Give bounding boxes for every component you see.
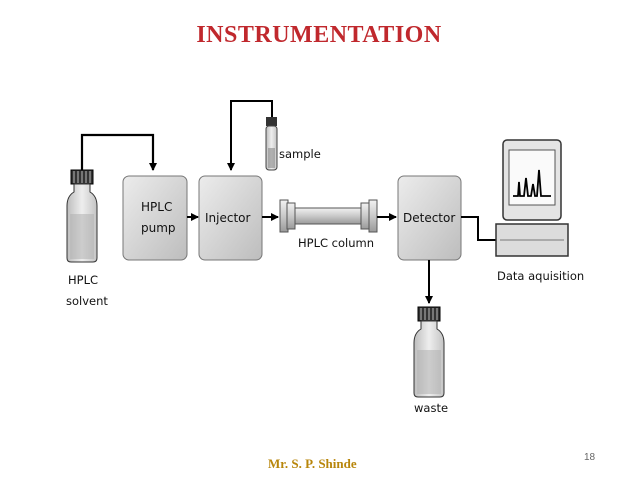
chromatogram-icon bbox=[513, 169, 551, 197]
waste-bottle-icon bbox=[413, 306, 445, 398]
solvent-label-line2: solvent bbox=[66, 294, 108, 308]
injector-label: Injector bbox=[205, 211, 251, 225]
author-name: Mr. S. P. Shinde bbox=[268, 456, 357, 471]
slide-title: INSTRUMENTATION bbox=[196, 22, 442, 48]
pump-label-line1: HPLC bbox=[141, 200, 172, 214]
sample-vial-icon bbox=[265, 117, 278, 171]
hplc-pump-box bbox=[122, 175, 188, 261]
detector-label: Detector bbox=[403, 211, 455, 225]
waste-label: waste bbox=[414, 401, 448, 415]
page-number: 18 bbox=[584, 452, 596, 463]
data-acquisition-label: Data aquisition bbox=[497, 269, 584, 283]
pump-label-line2: pump bbox=[141, 221, 176, 235]
sample-line bbox=[227, 100, 273, 171]
solvent-bottle-icon bbox=[66, 169, 98, 263]
solvent-line bbox=[80, 133, 157, 171]
detector-to-computer-line bbox=[461, 216, 496, 241]
hplc-column-icon bbox=[279, 199, 378, 233]
solvent-label-line1: HPLC bbox=[68, 273, 98, 287]
sample-label: sample bbox=[279, 147, 321, 161]
computer-icon bbox=[495, 139, 569, 257]
column-label: HPLC column bbox=[298, 236, 374, 250]
